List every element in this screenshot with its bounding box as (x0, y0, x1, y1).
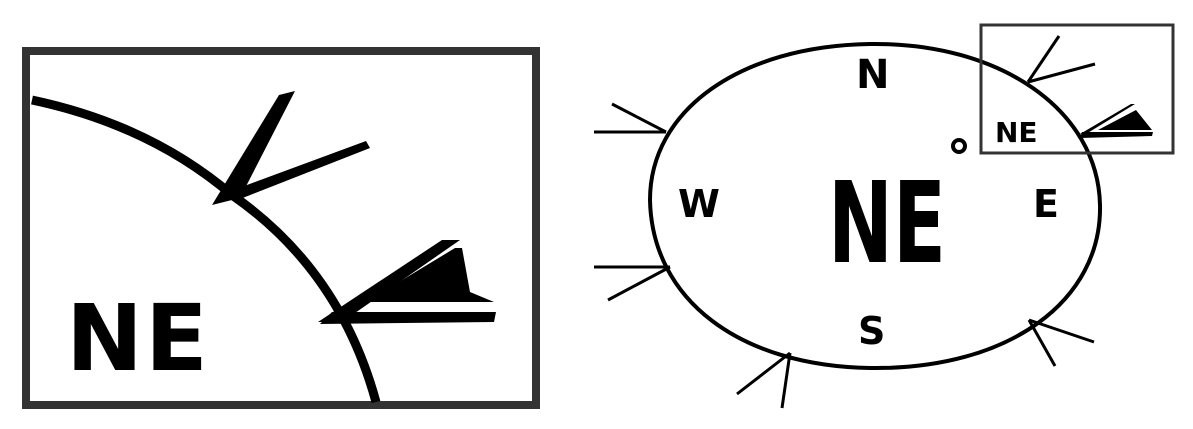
inset-needle-icon (318, 240, 496, 324)
cardinal-west-label: W (678, 182, 720, 226)
pointer-arrow-upper-left (594, 102, 667, 134)
degree-symbol-icon (951, 138, 967, 154)
ring-needle-icon (1080, 104, 1153, 138)
cardinal-north-label: N (856, 52, 889, 98)
inset-pointer-arrow (212, 91, 370, 205)
heading-readout: NE (828, 159, 946, 289)
compass-ring (647, 41, 1103, 371)
pointer-arrow-lower-right (1027, 318, 1095, 367)
pointer-arrow-upper-right (1026, 35, 1096, 84)
zoom-region-box (979, 23, 1175, 155)
inset-frame (22, 47, 540, 409)
cardinal-east-label: E (1033, 182, 1059, 226)
cardinal-south-label: S (858, 309, 885, 353)
pointer-arrow-bottom (736, 351, 792, 409)
ring-pointer-arrows (594, 35, 1096, 409)
compass: N W E S NE (594, 23, 1175, 409)
inset-direction-label: NE (66, 285, 210, 392)
magnified-inset-panel: NE (22, 47, 540, 409)
zoom-region-label: NE (995, 116, 1038, 149)
pointer-arrow-lower-left (594, 265, 671, 302)
